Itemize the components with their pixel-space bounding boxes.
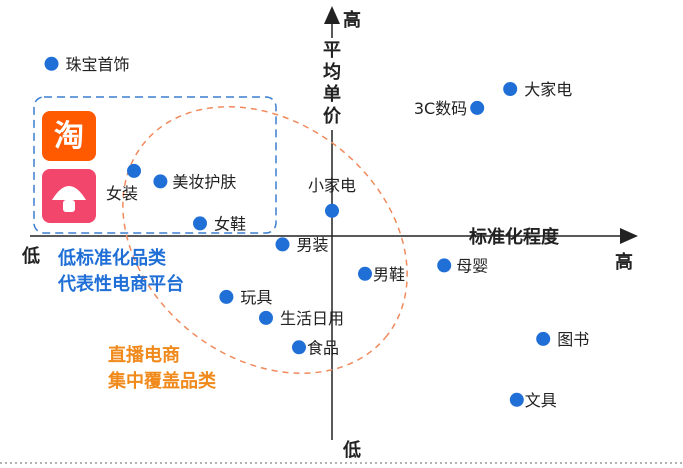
data-point-label: 女装 bbox=[106, 184, 138, 203]
x-axis-title: 标准化程度 bbox=[468, 226, 560, 248]
live-coverage-ellipse bbox=[122, 106, 408, 374]
data-point bbox=[536, 331, 551, 346]
y-axis-title: 平均单价 bbox=[323, 40, 342, 127]
x-low-label: 低 bbox=[21, 245, 40, 267]
data-point-label: 女鞋 bbox=[214, 214, 246, 233]
data-point bbox=[275, 237, 290, 252]
data-point-label: 珠宝首饰 bbox=[66, 55, 130, 74]
data-point-label: 文具 bbox=[525, 391, 557, 410]
y-axis-arrow bbox=[324, 6, 340, 24]
data-point bbox=[259, 310, 273, 325]
data-point bbox=[437, 258, 452, 273]
data-point-label: 3C数码 bbox=[414, 99, 467, 118]
data-point-label: 大家电 bbox=[524, 80, 572, 99]
data-point-label: 男鞋 bbox=[373, 265, 405, 284]
low-std-note-line1: 低标准化品类 bbox=[57, 247, 167, 269]
live-note-line1: 直播电商 bbox=[108, 344, 180, 366]
data-point-label: 小家电 bbox=[308, 176, 356, 195]
x-axis-arrow bbox=[620, 228, 638, 244]
data-point bbox=[153, 174, 168, 189]
data-point bbox=[292, 340, 306, 355]
data-point-label: 母婴 bbox=[456, 256, 488, 275]
low-std-note-line2: 代表性电商平台 bbox=[57, 273, 184, 295]
data-point-label: 玩具 bbox=[240, 288, 272, 307]
data-point bbox=[325, 203, 339, 218]
data-point-label: 图书 bbox=[557, 330, 589, 349]
data-point bbox=[470, 100, 485, 115]
data-point bbox=[219, 289, 234, 304]
data-point bbox=[503, 82, 518, 96]
y-axis-title-backdrop bbox=[320, 38, 344, 130]
platform-dashed-box bbox=[33, 96, 277, 234]
data-point bbox=[127, 163, 141, 178]
mogujie-logo-icon bbox=[42, 169, 96, 223]
data-point-label: 美妆护肤 bbox=[172, 172, 236, 191]
data-point bbox=[44, 56, 59, 71]
y-high-label: 高 bbox=[343, 9, 361, 31]
data-point bbox=[358, 266, 372, 281]
y-low-label: 低 bbox=[342, 439, 361, 461]
live-note-line2: 集中覆盖品类 bbox=[107, 370, 217, 392]
x-high-label: 高 bbox=[615, 251, 633, 273]
data-point bbox=[509, 392, 524, 407]
data-point-label: 生活日用 bbox=[280, 309, 344, 328]
svg-text:淘: 淘 bbox=[54, 119, 84, 154]
taobao-logo-icon: 淘 bbox=[42, 111, 96, 161]
data-point bbox=[193, 216, 207, 231]
data-point-label: 男装 bbox=[297, 235, 329, 254]
data-point-label: 食品 bbox=[307, 338, 339, 357]
